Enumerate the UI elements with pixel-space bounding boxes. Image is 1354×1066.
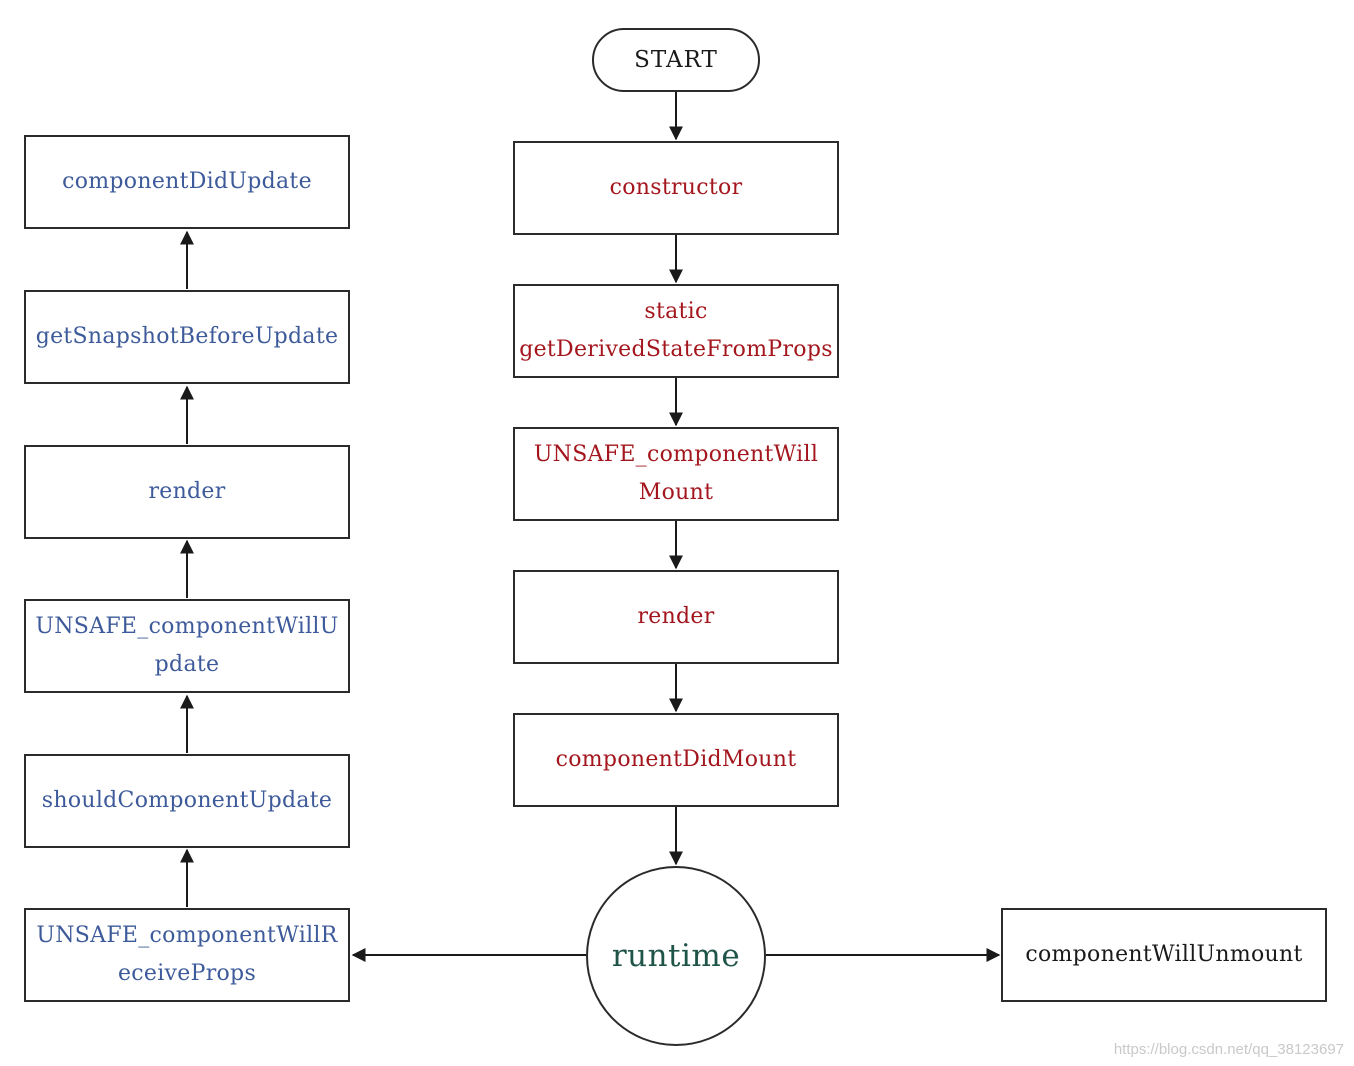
did-update-label: componentDidUpdate — [62, 169, 312, 194]
runtime-label: runtime — [611, 938, 741, 974]
start-node: START — [592, 28, 760, 92]
will-unmount-node: componentWillUnmount — [1001, 908, 1327, 1002]
did-update-node: componentDidUpdate — [24, 135, 350, 229]
get-derived-state-node: static getDerivedStateFromProps — [513, 284, 839, 378]
should-update-label: shouldComponentUpdate — [41, 788, 333, 813]
should-update-node: shouldComponentUpdate — [24, 754, 350, 848]
mount-render-label: render — [637, 604, 715, 629]
update-render-label: render — [148, 479, 226, 504]
snapshot-label: getSnapshotBeforeUpdate — [35, 324, 339, 349]
will-update-node: UNSAFE_componentWillU pdate — [24, 599, 350, 693]
snapshot-node: getSnapshotBeforeUpdate — [24, 290, 350, 384]
did-mount-label: componentDidMount — [555, 747, 797, 772]
watermark: https://blog.csdn.net/qq_38123697 — [1113, 1041, 1344, 1058]
update-render-node: render — [24, 445, 350, 539]
will-receive-props-node: UNSAFE_componentWillR eceiveProps — [24, 908, 350, 1002]
runtime-node: runtime — [586, 866, 766, 1046]
did-mount-node: componentDidMount — [513, 713, 839, 807]
will-mount-label-line1: UNSAFE_componentWill — [533, 442, 819, 467]
will-update-label-line2: pdate — [154, 652, 220, 677]
will-receive-props-label-line2: eceiveProps — [117, 961, 257, 986]
will-receive-props-label-line1: UNSAFE_componentWillR — [36, 923, 338, 948]
will-unmount-label: componentWillUnmount — [1025, 942, 1303, 967]
mount-render-node: render — [513, 570, 839, 664]
start-label: START — [634, 47, 718, 73]
will-update-label-line1: UNSAFE_componentWillU — [35, 614, 339, 639]
get-derived-state-label-line1: static — [644, 299, 708, 324]
will-mount-node: UNSAFE_componentWill Mount — [513, 427, 839, 521]
constructor-node: constructor — [513, 141, 839, 235]
get-derived-state-label-line2: getDerivedStateFromProps — [519, 337, 833, 362]
will-mount-label-line2: Mount — [638, 480, 714, 505]
constructor-label: constructor — [609, 175, 743, 200]
